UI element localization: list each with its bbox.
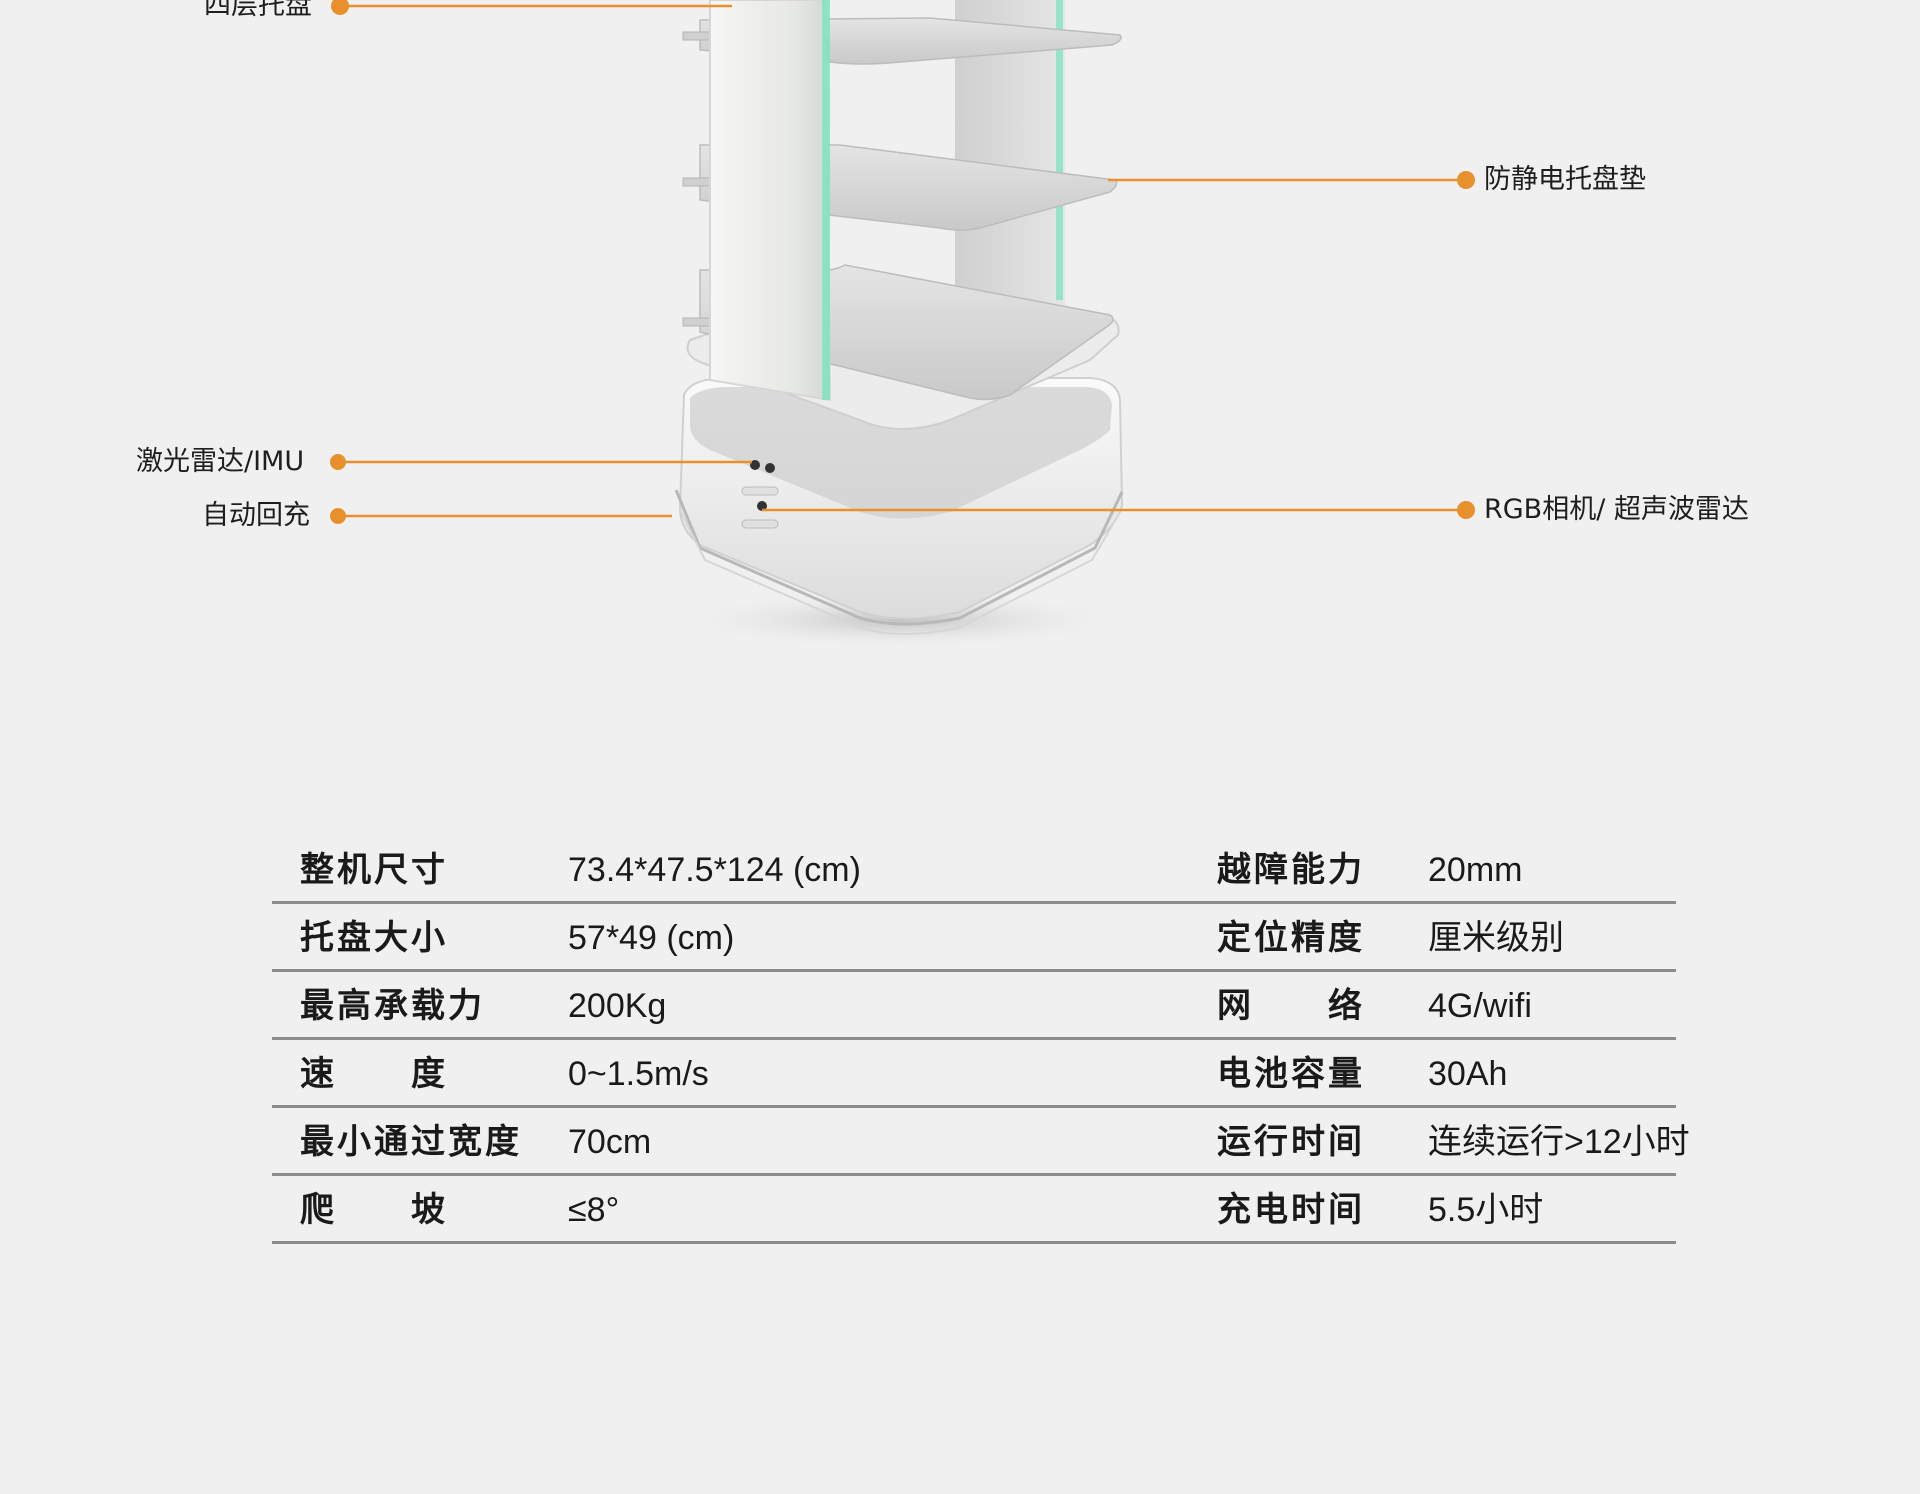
floor-shadow [670, 590, 1130, 650]
callout-four-layer-tray: 四层托盘 [204, 0, 312, 21]
spec-value: 20mm [1428, 851, 1523, 889]
callout-dot-tray [331, 0, 349, 15]
spec-value: 0~1.5m/s [568, 1055, 709, 1093]
spec-label: 网 络 [1217, 986, 1365, 1026]
spec-label: 爬 坡 [300, 1190, 448, 1230]
robot-illustration [330, 0, 1475, 650]
callout-rgb-camera-ultrasonic: RGB相机/ 超声波雷达 [1484, 494, 1749, 525]
callout-dot-mat [1457, 171, 1475, 189]
front-pillar [709, 0, 832, 402]
spec-value: 57*49 (cm) [568, 919, 735, 957]
spec-row: 爬 坡 ≤8° 充电时间 5.5小时 [272, 1176, 1676, 1244]
spec-value: ≤8° [568, 1191, 620, 1229]
spec-label: 定位精度 [1217, 918, 1365, 958]
callout-lidar-imu: 激光雷达/IMU [136, 446, 305, 477]
spec-value: 30Ah [1428, 1055, 1508, 1093]
spec-label: 充电时间 [1217, 1190, 1365, 1230]
camera-sensor [757, 501, 767, 511]
spec-value: 5.5小时 [1428, 1191, 1544, 1229]
spec-value: 连续运行>12小时 [1428, 1123, 1690, 1161]
spec-row: 整机尺寸 73.4*47.5*124 (cm) 越障能力 20mm [272, 836, 1676, 904]
spec-value: 厘米级别 [1428, 919, 1564, 957]
spec-label: 越障能力 [1217, 850, 1365, 890]
spec-value: 200Kg [568, 987, 667, 1025]
spec-value: 73.4*47.5*124 (cm) [568, 851, 861, 889]
spec-row: 最小通过宽度 70cm 运行时间 连续运行>12小时 [272, 1108, 1690, 1176]
callout-auto-recharge: 自动回充 [202, 500, 310, 531]
spec-label: 速 度 [300, 1054, 448, 1094]
spec-value: 4G/wifi [1428, 987, 1532, 1025]
spec-label: 运行时间 [1217, 1122, 1365, 1162]
callout-dot-camera [1457, 501, 1475, 519]
spec-table: 整机尺寸 73.4*47.5*124 (cm) 越障能力 20mm 托盘大小 5… [272, 836, 1690, 1244]
spec-label: 最小通过宽度 [300, 1122, 522, 1162]
callout-antistatic-mat: 防静电托盘垫 [1484, 164, 1646, 195]
callout-dot-recharge [330, 508, 346, 524]
spec-row: 最高承载力 200Kg 网 络 4G/wifi [272, 972, 1676, 1040]
spec-label: 最高承载力 [300, 986, 485, 1026]
spec-row: 托盘大小 57*49 (cm) 定位精度 厘米级别 [272, 904, 1676, 972]
callout-dot-lidar [330, 454, 346, 470]
spec-label: 电池容量 [1217, 1054, 1365, 1094]
spec-row: 速 度 0~1.5m/s 电池容量 30Ah [272, 1040, 1676, 1108]
lidar-sensor [750, 460, 760, 470]
spec-label: 托盘大小 [300, 918, 448, 958]
spec-label: 整机尺寸 [300, 850, 448, 890]
spec-value: 70cm [568, 1123, 652, 1161]
